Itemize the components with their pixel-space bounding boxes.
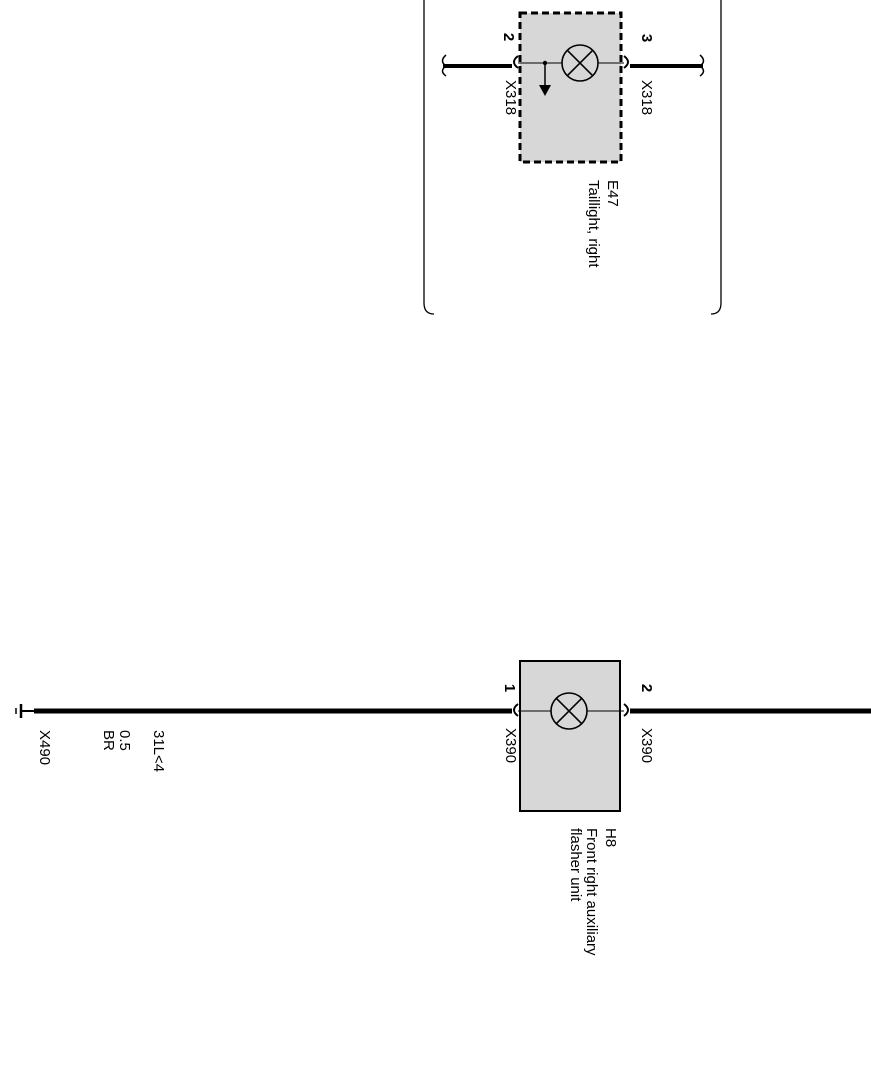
- flasher-connector-left-label: X390: [502, 728, 519, 763]
- flasher-name-line2: flasher unit: [567, 828, 584, 902]
- flasher-name-line1: Front right auxiliary: [583, 828, 600, 956]
- taillight-connector-left-label: X318: [502, 80, 519, 115]
- wire-size-label: 0.5: [116, 730, 133, 751]
- ground-label: X490: [36, 730, 53, 765]
- flasher-group: 1 2 X390 X390 H8 Front right auxiliary f…: [15, 660, 871, 956]
- taillight-group: 2 3 X318 X318 E47 Taillight, right: [423, 0, 722, 315]
- taillight-connector-right: [623, 55, 629, 69]
- wire-circuit-label: 31L<4: [150, 730, 167, 772]
- flasher-connector-right: [623, 703, 629, 717]
- flasher-id: H8: [602, 828, 619, 847]
- lamp-icon: [550, 692, 588, 730]
- wire-color-label: BR: [100, 730, 117, 751]
- taillight-id: E47: [604, 180, 621, 207]
- taillight-connector-right-label: X318: [638, 80, 655, 115]
- taillight-housing-outline: [423, 0, 722, 315]
- taillight-box: [518, 11, 623, 164]
- flasher-connector-left: [513, 703, 519, 717]
- taillight-pin-right: 3: [638, 34, 655, 42]
- flasher-pin-left: 1: [501, 684, 518, 692]
- flasher-pin-right: 2: [638, 684, 655, 692]
- down-arrow-icon: [539, 85, 551, 96]
- flasher-connector-right-label: X390: [638, 728, 655, 763]
- flasher-box: [519, 660, 621, 812]
- ground-icon: [15, 704, 36, 718]
- taillight-name: Taillight, right: [585, 180, 602, 268]
- lamp-icon: [561, 44, 599, 82]
- taillight-connector-left: [513, 55, 519, 69]
- taillight-pin-left: 2: [500, 33, 517, 41]
